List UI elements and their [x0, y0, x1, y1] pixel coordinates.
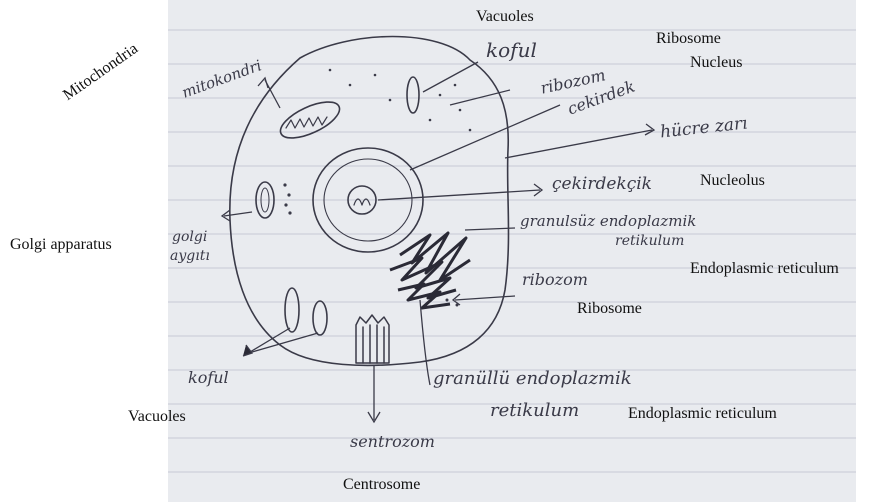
label-er-bottom: Endoplasmic reticulum — [628, 405, 777, 423]
label-nucleolus: Nucleolus — [700, 172, 765, 190]
label-ribosome-top: Ribosome — [656, 30, 721, 48]
vacuole-right — [313, 301, 327, 335]
hw-sentrozom: sentrozom — [350, 432, 435, 451]
hw-koful-top: koful — [486, 38, 537, 62]
hw-golgi-line2: aygıtı — [170, 248, 210, 264]
hw-golgi-line1: golgi — [172, 229, 207, 245]
vacuole-top — [407, 77, 419, 113]
cytoplasm-dots — [283, 69, 471, 307]
cell-membrane — [230, 37, 509, 366]
vacuole-left — [285, 288, 299, 332]
label-vacuoles-bottom: Vacuoles — [128, 408, 186, 426]
hw-granullu-line1: granüllü endoplazmik — [433, 368, 632, 389]
mitochondrion — [276, 95, 345, 146]
hw-cekirdekcik: çekirdekçik — [552, 174, 652, 194]
hw-granulsuz-line1: granulsüz endoplazmik — [520, 212, 696, 230]
hw-granullu-line2: retikulum — [490, 400, 579, 421]
er-scribble — [390, 233, 470, 308]
hw-ribozom-mid: ribozom — [522, 270, 588, 289]
label-ribosome-mid: Ribosome — [577, 300, 642, 318]
label-vacuoles-top: Vacuoles — [476, 8, 534, 26]
label-nucleus: Nucleus — [690, 54, 742, 72]
label-centrosome: Centrosome — [343, 476, 420, 494]
label-golgi: Golgi apparatus — [10, 236, 112, 254]
hw-granulsuz-line2: retikulum — [615, 233, 684, 249]
centrosome-drawing — [356, 315, 389, 363]
hw-koful-bottom: koful — [188, 368, 229, 387]
label-er-right: Endoplasmic reticulum — [690, 260, 839, 278]
